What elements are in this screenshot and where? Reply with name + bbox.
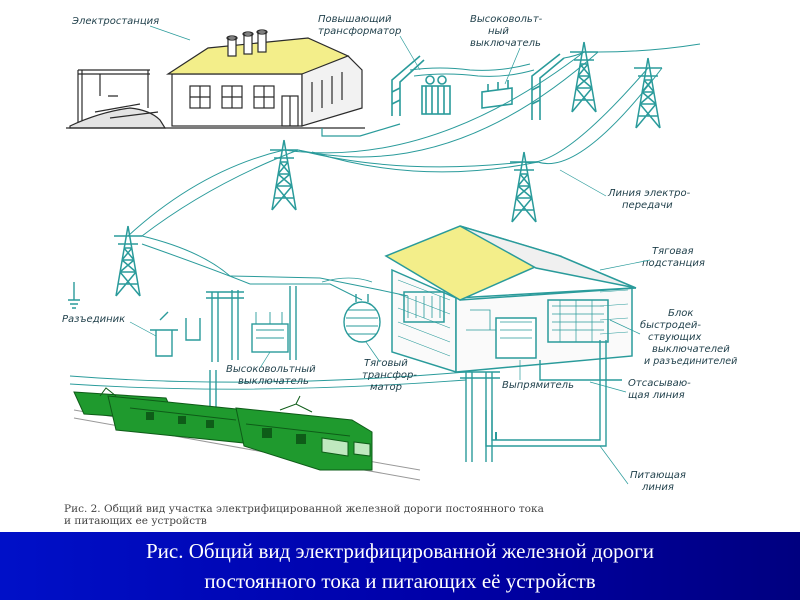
printed-caption-line-2: и питающих ее устройств (64, 515, 207, 527)
label-hv-switch-low: Высоковольтный (226, 364, 316, 375)
label-hv-switch-low-2: выключатель (238, 376, 309, 387)
label-breaker-block-2: быстродей- (640, 319, 701, 331)
transmission-line (113, 41, 701, 297)
label-traction-transformer: Тяговый (364, 358, 408, 369)
label-return-line: Отсасываю- (628, 378, 691, 389)
label-traction-transformer-3: матор (370, 382, 402, 393)
slide-caption: Рис. Общий вид электрифицированной желез… (0, 532, 800, 600)
label-power-station: Электростанция (71, 16, 159, 27)
label-feeder-line-2: линия (641, 482, 674, 493)
label-traction-substation: Тяговая (652, 246, 694, 257)
label-power-line: Линия электро- (607, 188, 691, 199)
label-step-up-transformer-2: трансформатор (318, 26, 401, 37)
label-breaker-block-3: ствующих (648, 332, 701, 343)
label-hv-switch-3: выключатель (470, 38, 541, 49)
label-breaker-block-4: выключателей (652, 344, 730, 355)
traction-substation (384, 225, 637, 374)
label-hv-switch: Высоковольт- (470, 14, 543, 25)
label-hv-switch-2: ный (488, 26, 509, 37)
step-up-substation (321, 53, 565, 137)
label-breaker-block: Блок (668, 308, 693, 319)
label-breaker-block-5: и разъединителей (644, 356, 737, 367)
label-traction-transformer-2: трансфор- (362, 370, 417, 381)
printed-caption-line-1: Рис. 2. Общий вид участка электрифициров… (64, 503, 544, 515)
slide-caption-line-1: Рис. Общий вид электрифицированной желез… (145, 539, 655, 563)
label-traction-substation-2: подстанция (642, 258, 705, 269)
slide-caption-line-2: постоянного тока и питающих её устройств (204, 569, 596, 593)
label-power-line-2: передачи (622, 200, 673, 211)
label-disconnector: Разъединик (62, 314, 125, 325)
electric-train (73, 387, 373, 471)
label-rectifier: Выпрямитель (502, 380, 574, 391)
label-feeder-line: Питающая (630, 470, 686, 481)
switchgear-yard (68, 275, 409, 362)
diagram-labels: Электростанция Повышающий трансформатор … (62, 14, 737, 493)
power-station (66, 29, 365, 129)
label-return-line-2: щая линия (628, 390, 685, 401)
label-step-up-transformer: Повышающий (318, 14, 392, 25)
